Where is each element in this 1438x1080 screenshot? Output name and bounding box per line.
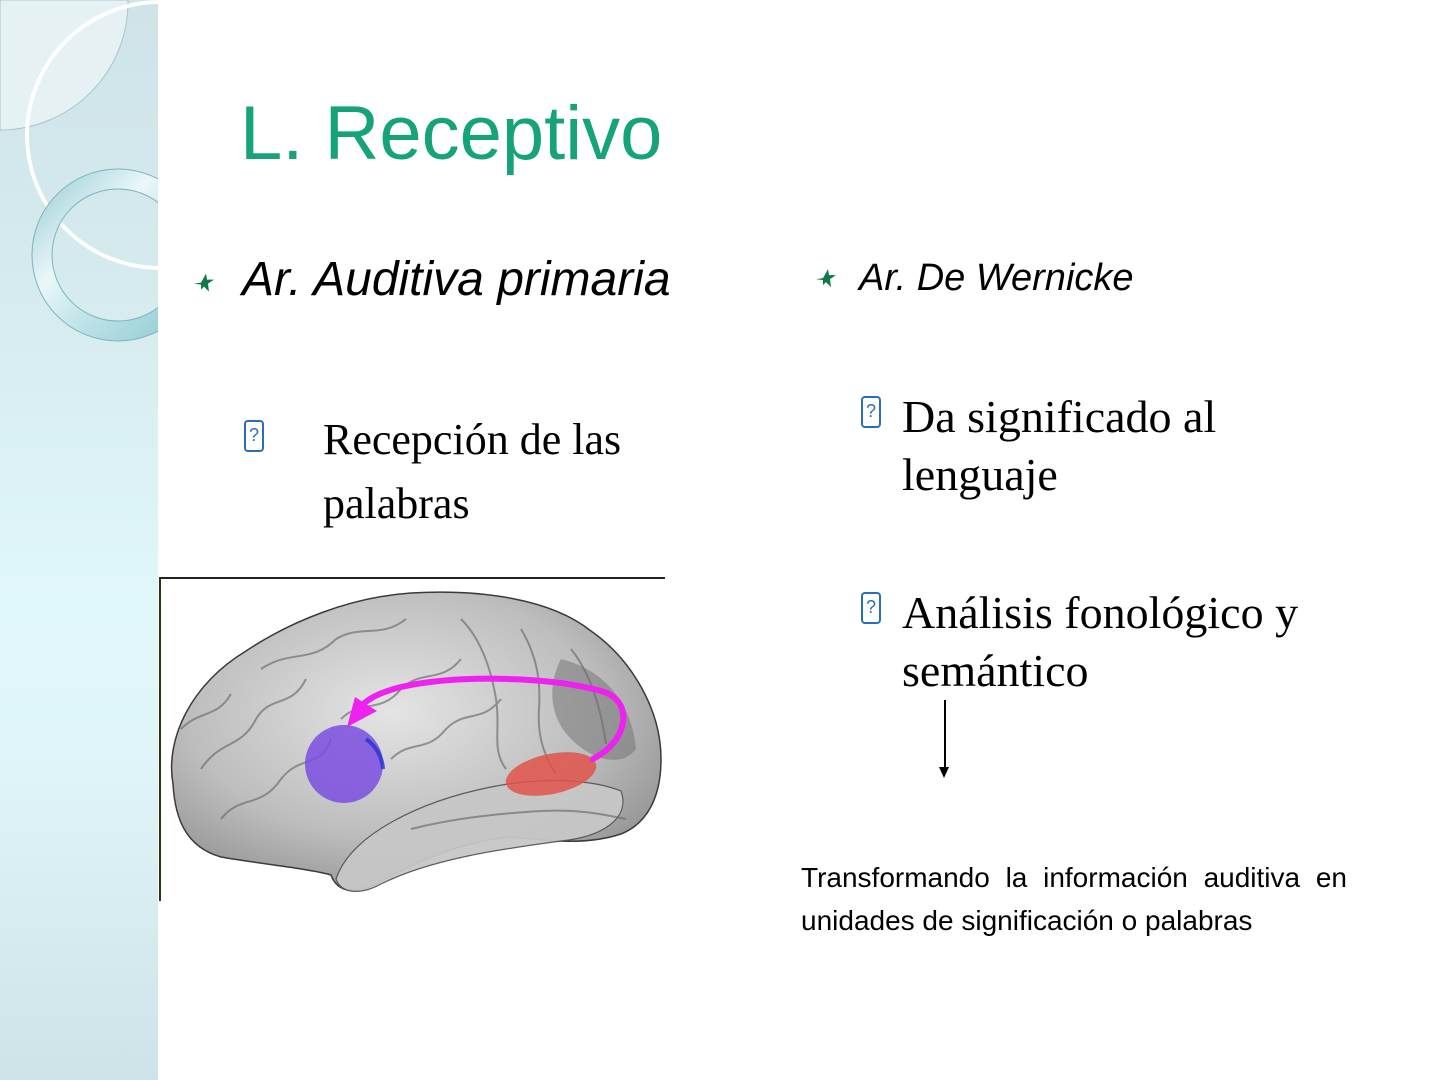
left-heading-text: Ar. Auditiva primaria	[242, 253, 671, 306]
question-box-icon: ?	[861, 396, 881, 428]
right-item-2-line1: Análisis fonológico y	[902, 587, 1299, 638]
slide-title: L. Receptivo	[240, 91, 663, 176]
decorative-side-band	[0, 0, 158, 1080]
left-item-1-text: Recepción de las palabras	[323, 415, 622, 528]
right-heading-text: Ar. De Wernicke	[859, 257, 1134, 299]
right-item-1: Da significado al lenguaje	[902, 388, 1216, 504]
question-box-icon: ?	[861, 592, 881, 624]
right-item-2-line2: semántico	[902, 645, 1089, 696]
right-item-1-line2: lenguaje	[902, 449, 1058, 500]
brain-image	[159, 577, 665, 901]
star-bullet-icon	[814, 258, 838, 300]
question-box-icon: ?	[244, 420, 264, 452]
star-bullet-icon	[192, 254, 216, 307]
right-item-2: Análisis fonológico y semántico	[902, 584, 1298, 700]
right-item-1-line1: Da significado al	[902, 391, 1217, 442]
explanatory-note: Transformando la información auditiva en…	[801, 862, 1347, 936]
brain-illustration-icon	[170, 591, 662, 892]
left-heading: Ar. Auditiva primaria	[194, 253, 671, 307]
decorative-circles-icon	[0, 0, 158, 342]
left-item-1: Recepción de las palabras	[323, 408, 683, 536]
down-arrow-icon	[940, 700, 948, 778]
right-heading: Ar. De Wernicke	[816, 257, 1134, 300]
